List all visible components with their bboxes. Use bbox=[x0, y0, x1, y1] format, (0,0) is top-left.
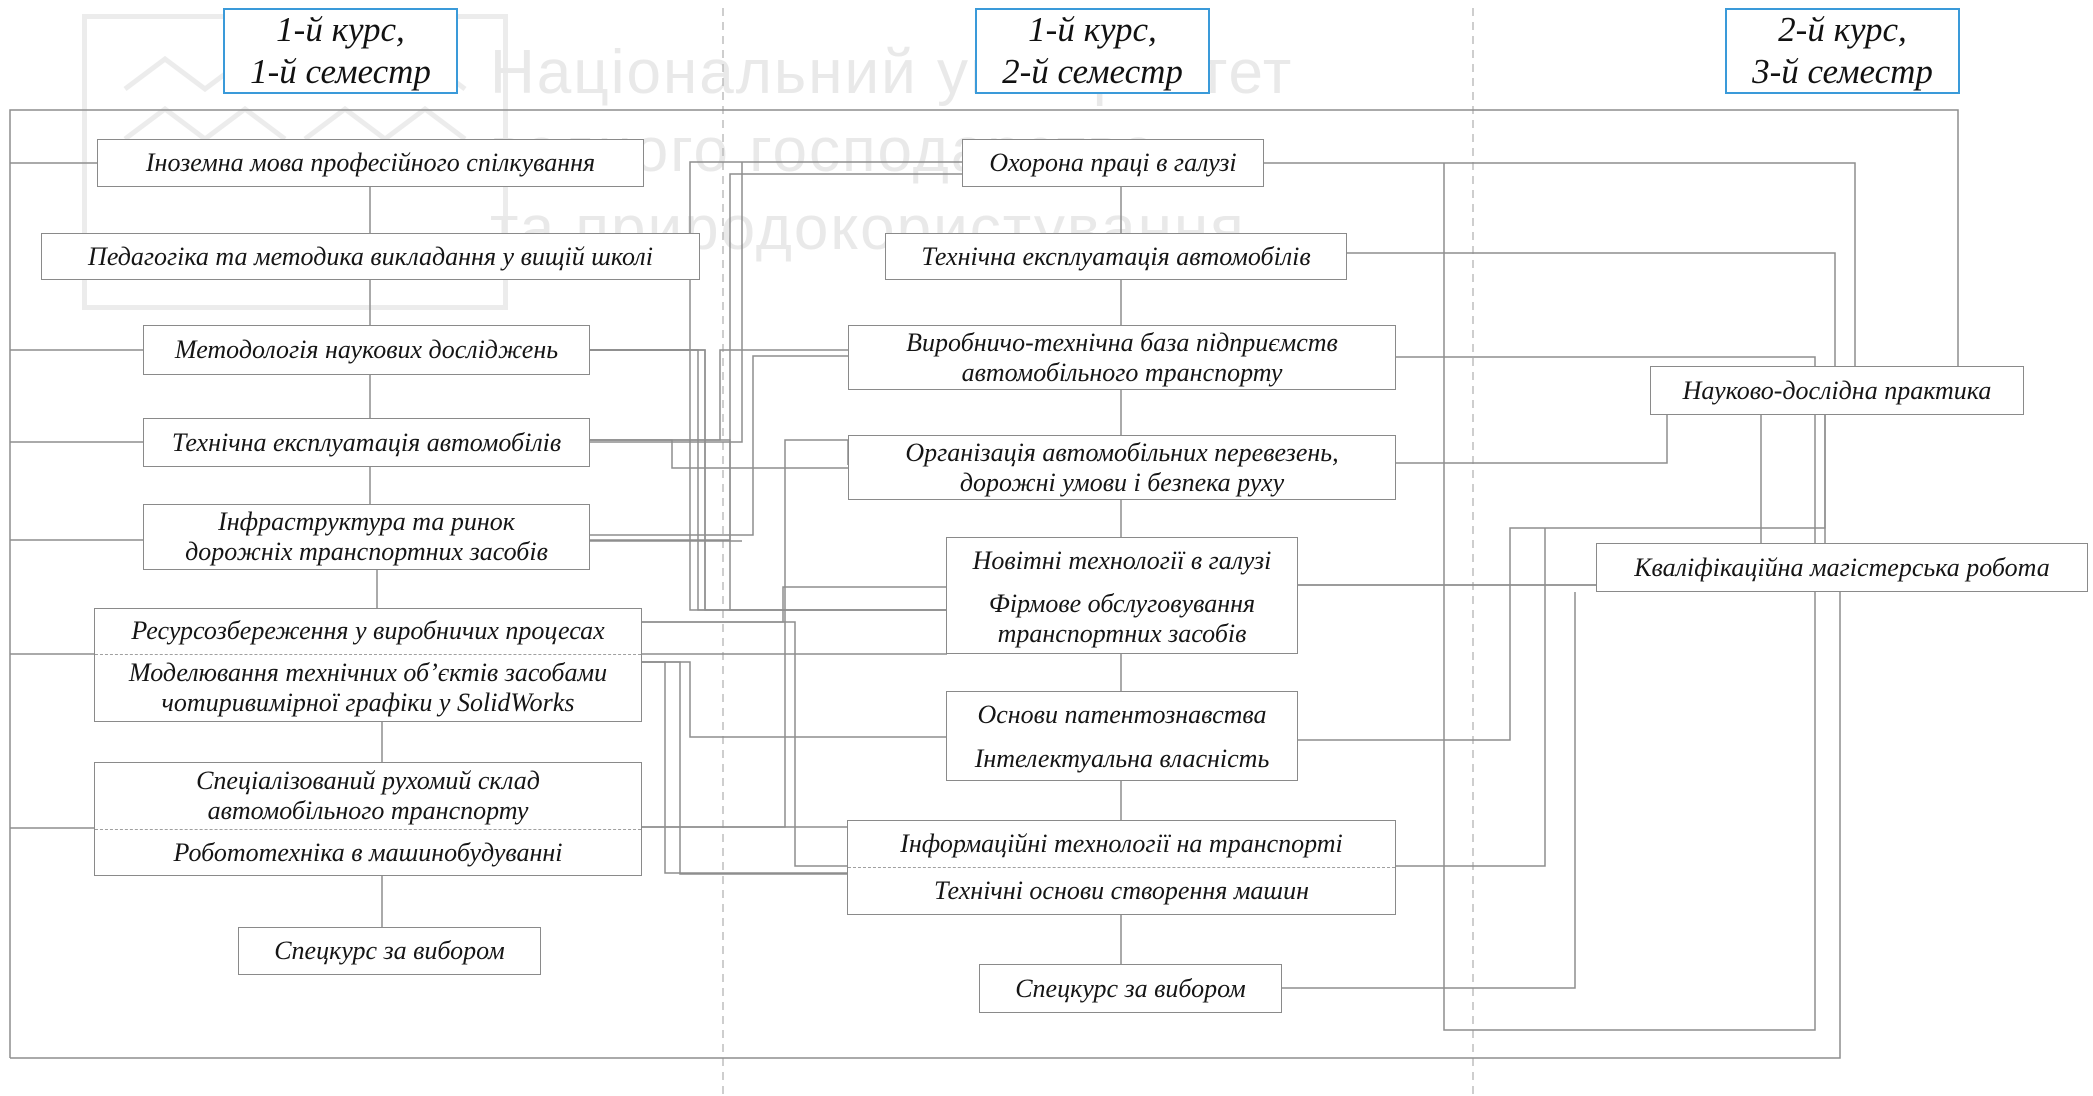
course-box-new-tech-brand-service: Новітні технології в галузі Фірмове обсл… bbox=[946, 537, 1298, 654]
header-semester-1: 1-й курс, 1-й семестр bbox=[223, 8, 458, 94]
course-cell-rolling-stock: Спеціалізований рухомий склад автомобіль… bbox=[95, 763, 641, 829]
course-title-line-1: Моделювання технічних об’єктів засобами bbox=[128, 657, 608, 687]
course-box-special-course-s1: Спецкурс за вибором bbox=[238, 927, 541, 975]
course-title-line-2: дорожні умови і безпека руху bbox=[959, 467, 1285, 497]
header-semester-1-line-1: 1-й курс, bbox=[276, 10, 405, 49]
course-title: Ресурсозбереження у виробничих процесах bbox=[131, 616, 605, 646]
course-title: Спецкурс за вибором bbox=[1015, 973, 1246, 1003]
course-title-line-1: Інфраструктура та ринок bbox=[218, 507, 515, 536]
course-box-transport-organization: Організація автомобільних перевезень, до… bbox=[848, 435, 1396, 500]
header-semester-2-line-2: 2-й семестр bbox=[1002, 52, 1183, 91]
course-box-patents-ip: Основи патентознавства Інтелектуальна вл… bbox=[946, 691, 1298, 781]
course-cell-resource-saving: Ресурсозбереження у виробничих процесах bbox=[95, 609, 641, 654]
course-title-line-2: транспортних засобів bbox=[997, 618, 1247, 648]
course-title-line-1: Організація автомобільних перевезень, bbox=[905, 437, 1339, 467]
header-semester-1-line-2: 1-й семестр bbox=[250, 52, 431, 91]
course-title: Спецкурс за вибором bbox=[274, 936, 505, 965]
course-title: Новітні технології в галузі bbox=[972, 546, 1272, 575]
course-box-tech-operation-s2: Технічна експлуатація автомобілів bbox=[885, 233, 1347, 280]
course-box-research-practice: Науково-дослідна практика bbox=[1650, 366, 2024, 415]
course-cell-it-transport: Інформаційні технології на транспорті bbox=[848, 821, 1395, 867]
course-title: Основи патентознавства bbox=[977, 699, 1267, 729]
course-title: Методологія наукових досліджень bbox=[174, 335, 559, 364]
course-cell-intellectual-property: Інтелектуальна власність bbox=[947, 737, 1297, 780]
course-title: Технічна експлуатація автомобілів bbox=[171, 427, 562, 457]
course-cell-robotics: Робототехніка в машинобудуванні bbox=[95, 829, 641, 875]
course-cell-brand-service: Фірмове обслуговування транспортних засо… bbox=[947, 584, 1297, 653]
course-title: Кваліфікаційна магістерська робота bbox=[1634, 552, 2050, 582]
course-title-line-2: чотиривимірної графіки у SolidWorks bbox=[161, 687, 575, 717]
course-title-line-2: автомобільного транспорту bbox=[207, 796, 529, 826]
header-semester-2: 1-й курс, 2-й семестр bbox=[975, 8, 1210, 94]
course-cell-new-technologies: Новітні технології в галузі bbox=[947, 538, 1297, 584]
course-box-labor-protection: Охорона праці в галузі bbox=[962, 139, 1264, 187]
header-semester-3: 2-й курс, 3-й семестр bbox=[1725, 8, 1960, 94]
course-box-special-course-s2: Спецкурс за вибором bbox=[979, 964, 1282, 1013]
header-semester-3-line-2: 3-й семестр bbox=[1752, 52, 1933, 91]
course-box-tech-operation-s1: Технічна експлуатація автомобілів bbox=[143, 418, 590, 467]
course-box-infrastructure: Інфраструктура та ринок дорожніх транспо… bbox=[143, 504, 590, 570]
course-box-rolling-stock-robotics: Спеціалізований рухомий склад автомобіль… bbox=[94, 762, 642, 876]
course-title-line-1: Виробничо-технічна база підприємств bbox=[906, 327, 1338, 357]
course-title: Науково-дослідна практика bbox=[1682, 375, 1992, 405]
course-title-line-2: автомобільного транспорту bbox=[961, 357, 1283, 387]
course-box-foreign-language: Іноземна мова професійного спілкування bbox=[97, 139, 644, 187]
course-title-line-1: Спеціалізований рухомий склад bbox=[196, 766, 540, 796]
course-cell-modeling: Моделювання технічних об’єктів засобами … bbox=[95, 653, 641, 721]
header-semester-3-line-1: 2-й курс, bbox=[1778, 10, 1907, 49]
course-title: Інформаційні технології на транспорті bbox=[900, 828, 1343, 858]
course-title: Інтелектуальна власність bbox=[974, 743, 1270, 773]
course-title-line-1: Фірмове обслуговування bbox=[988, 588, 1256, 618]
course-title: Охорона праці в галузі bbox=[989, 148, 1237, 177]
course-title: Педагогіка та методика викладання у вищі… bbox=[88, 241, 653, 271]
course-box-it-machines: Інформаційні технології на транспорті Те… bbox=[847, 820, 1396, 915]
course-title: Робототехніка в машинобудуванні bbox=[173, 837, 563, 867]
header-semester-2-line-1: 1-й курс, bbox=[1028, 10, 1157, 49]
course-title-line-2: дорожніх транспортних засобів bbox=[185, 537, 548, 566]
course-title: Технічні основи створення машин bbox=[934, 875, 1309, 905]
course-title: Технічна експлуатація автомобілів bbox=[921, 241, 1311, 271]
course-box-production-base: Виробничо-технічна база підприємств авто… bbox=[848, 325, 1396, 390]
course-box-methodology: Методологія наукових досліджень bbox=[143, 325, 590, 375]
course-title: Іноземна мова професійного спілкування bbox=[145, 148, 596, 177]
course-cell-patent-basics: Основи патентознавства bbox=[947, 692, 1297, 737]
course-box-pedagogy: Педагогіка та методика викладання у вищі… bbox=[41, 233, 700, 280]
course-box-master-thesis: Кваліфікаційна магістерська робота bbox=[1596, 543, 2088, 592]
course-cell-machine-basics: Технічні основи створення машин bbox=[848, 866, 1395, 915]
course-box-resource-saving-modeling: Ресурсозбереження у виробничих процесах … bbox=[94, 608, 642, 722]
